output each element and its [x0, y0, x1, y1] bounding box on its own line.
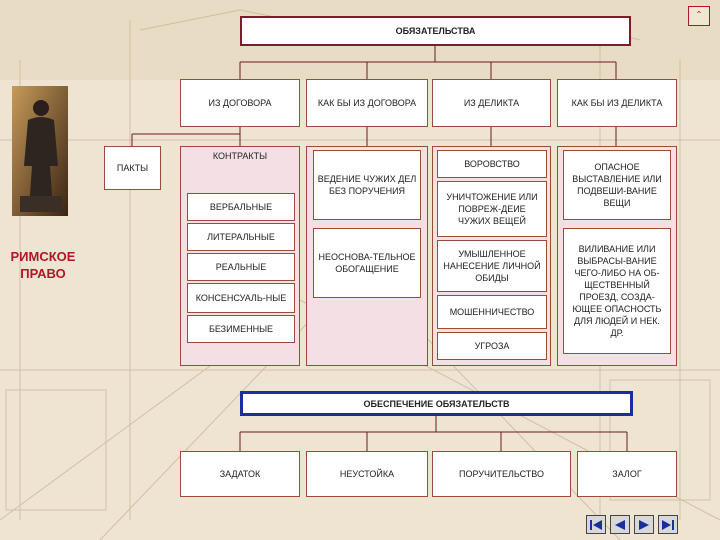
- delict-item: ВОРОВСТВО: [437, 150, 547, 178]
- category-from-delict: ИЗ ДЕЛИКТА: [432, 79, 551, 127]
- nav-next-button[interactable]: [634, 515, 654, 534]
- security-item: ПОРУЧИТЕЛЬСТВО: [432, 451, 571, 497]
- security-item: НЕУСТОЙКА: [306, 451, 428, 497]
- contract-type: ВЕРБАЛЬНЫЕ: [187, 193, 295, 221]
- contract-type: БЕЗИМЕННЫЕ: [187, 315, 295, 343]
- category-from-contract: ИЗ ДОГОВОРА: [180, 79, 300, 127]
- nav-prev-button[interactable]: [610, 515, 630, 534]
- contracts-label: КОНТРАКТЫ: [212, 151, 268, 161]
- close-icon[interactable]: ˆ: [688, 6, 710, 26]
- quasi-delict-item: ВИЛИВАНИЕ ИЛИ ВЫБРАСЫ-ВАНИЕ ЧЕГО-ЛИБО НА…: [563, 228, 671, 354]
- quasi-delict-item: ОПАСНОЕ ВЫСТАВЛЕНИЕ ИЛИ ПОДВЕШИ-ВАНИЕ ВЕ…: [563, 150, 671, 220]
- delict-item: УМЫШЛЕННОЕ НАНЕСЕНИЕ ЛИЧНОЙ ОБИДЫ: [437, 240, 547, 292]
- statue-image: [12, 86, 68, 216]
- security-item: ЗАЛОГ: [577, 451, 677, 497]
- contract-type: ЛИТЕРАЛЬНЫЕ: [187, 223, 295, 251]
- category-quasi-delict: КАК БЫ ИЗ ДЕЛИКТА: [557, 79, 677, 127]
- nav-first-icon: [590, 519, 602, 530]
- quasi-contract-item: ВЕДЕНИЕ ЧУЖИХ ДЕЛ БЕЗ ПОРУЧЕНИЯ: [313, 150, 421, 220]
- delict-item: МОШЕННИЧЕСТВО: [437, 295, 547, 329]
- category-quasi-contract: КАК БЫ ИЗ ДОГОВОРА: [306, 79, 428, 127]
- nav-last-icon: [662, 519, 674, 530]
- quasi-contract-item: НЕОСНОВА-ТЕЛЬНОЕ ОБОГАЩЕНИЕ: [313, 228, 421, 298]
- security-title: ОБЕСПЕЧЕНИЕ ОБЯЗАТЕЛЬСТВ: [240, 391, 633, 416]
- obligations-title: ОБЯЗАТЕЛЬСТВА: [240, 16, 631, 46]
- nav-first-button[interactable]: [586, 515, 606, 534]
- pacts-box: ПАКТЫ: [104, 146, 161, 190]
- security-item: ЗАДАТОК: [180, 451, 300, 497]
- delict-item: УНИЧТОЖЕНИЕ ИЛИ ПОВРЕЖ-ДЕИЕ ЧУЖИХ ВЕЩЕЙ: [437, 181, 547, 237]
- nav-prev-icon: [615, 519, 625, 530]
- nav-last-button[interactable]: [658, 515, 678, 534]
- side-label: РИМСКОЕ ПРАВО: [10, 249, 76, 281]
- delict-item: УГРОЗА: [437, 332, 547, 360]
- contract-type: РЕАЛЬНЫЕ: [187, 253, 295, 281]
- nav-next-icon: [639, 519, 649, 530]
- contract-type: КОНСЕНСУАЛЬ-НЫЕ: [187, 283, 295, 313]
